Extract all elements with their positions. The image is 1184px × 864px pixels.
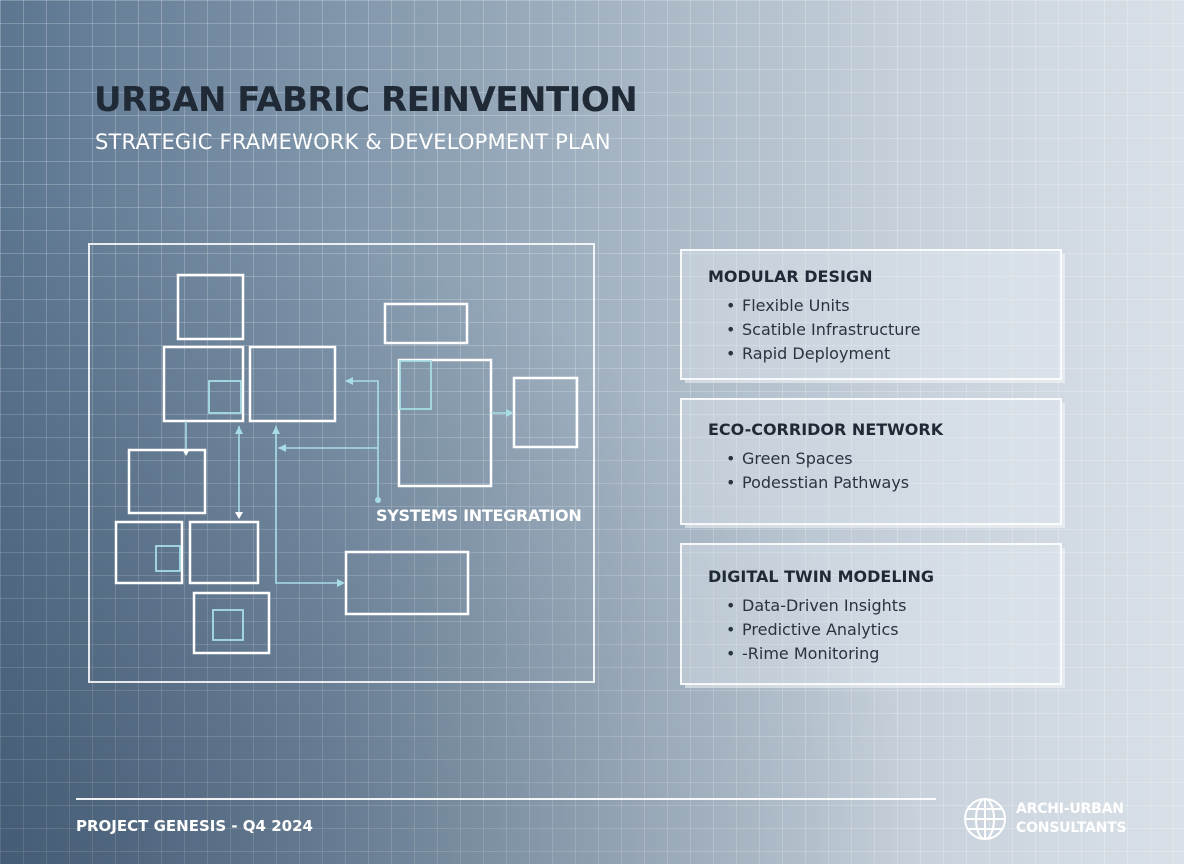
card-title: DIGITAL TWIN MODELING bbox=[708, 567, 935, 586]
connector-arrow bbox=[345, 377, 353, 385]
connector-arrow bbox=[182, 449, 190, 456]
inner-module bbox=[155, 545, 181, 572]
list-item: Green Spaces bbox=[726, 447, 1060, 471]
connector-node bbox=[375, 497, 381, 503]
footer-divider bbox=[76, 798, 936, 800]
module-block bbox=[176, 273, 245, 341]
connector-arrow bbox=[278, 444, 286, 452]
card-modular-design: MODULAR DESIGN Flexible Units Scatible I… bbox=[680, 249, 1062, 380]
module-block bbox=[192, 591, 271, 655]
list-item: Predictive Analytics bbox=[726, 618, 1060, 642]
connector-arrow bbox=[272, 426, 280, 434]
card-list: Data-Driven Insights Predictive Analytic… bbox=[708, 594, 1060, 666]
module-block bbox=[512, 376, 579, 449]
list-item: Data-Driven Insights bbox=[726, 594, 1060, 618]
inner-module bbox=[208, 380, 242, 414]
globe-icon bbox=[964, 798, 1006, 840]
connector-line bbox=[346, 380, 379, 500]
page-title: URBAN FABRIC REINVENTION bbox=[94, 80, 638, 120]
connector-arrow bbox=[337, 579, 345, 587]
card-list: Flexible Units Scatible Infrastructure R… bbox=[708, 294, 1060, 366]
card-digital-twin: DIGITAL TWIN MODELING Data-Driven Insigh… bbox=[680, 543, 1062, 685]
card-title: ECO-CORRIDOR NETWORK bbox=[708, 420, 944, 439]
inner-module bbox=[399, 360, 432, 410]
module-block bbox=[344, 550, 470, 616]
module-block bbox=[248, 345, 337, 423]
connector-arrow bbox=[506, 409, 514, 417]
brand-name: ARCHI-URBAN CONSULTANTS bbox=[1016, 800, 1127, 838]
card-title: MODULAR DESIGN bbox=[708, 267, 873, 286]
project-label: PROJECT GENESIS - Q4 2024 bbox=[76, 817, 313, 835]
list-item: -Rime Monitoring bbox=[726, 642, 1060, 666]
module-block bbox=[188, 520, 260, 585]
connector-arrow bbox=[235, 426, 243, 434]
list-item: Rapid Deployment bbox=[726, 342, 1060, 366]
systems-integration-label: SYSTEMS INTEGRATION bbox=[376, 506, 582, 525]
card-eco-corridor: ECO-CORRIDOR NETWORK Green Spaces Podess… bbox=[680, 398, 1062, 525]
connector-line bbox=[275, 426, 340, 584]
brand-line-2: CONSULTANTS bbox=[1016, 820, 1127, 836]
module-block bbox=[127, 448, 207, 515]
module-block bbox=[383, 302, 469, 345]
inner-module bbox=[212, 609, 244, 641]
diagram-frame bbox=[88, 243, 595, 683]
brand-line-1: ARCHI-URBAN bbox=[1016, 801, 1124, 817]
module-block bbox=[114, 520, 184, 585]
list-item: Flexible Units bbox=[726, 294, 1060, 318]
module-block bbox=[397, 358, 493, 488]
module-block bbox=[162, 345, 245, 423]
page-subtitle: STRATEGIC FRAMEWORK & DEVELOPMENT PLAN bbox=[95, 130, 611, 154]
card-list: Green Spaces Podesstian Pathways bbox=[708, 447, 1060, 495]
connector-arrow bbox=[235, 512, 243, 519]
list-item: Podesstian Pathways bbox=[726, 471, 1060, 495]
brand-logo: ARCHI-URBAN CONSULTANTS bbox=[962, 796, 1162, 846]
list-item: Scatible Infrastructure bbox=[726, 318, 1060, 342]
